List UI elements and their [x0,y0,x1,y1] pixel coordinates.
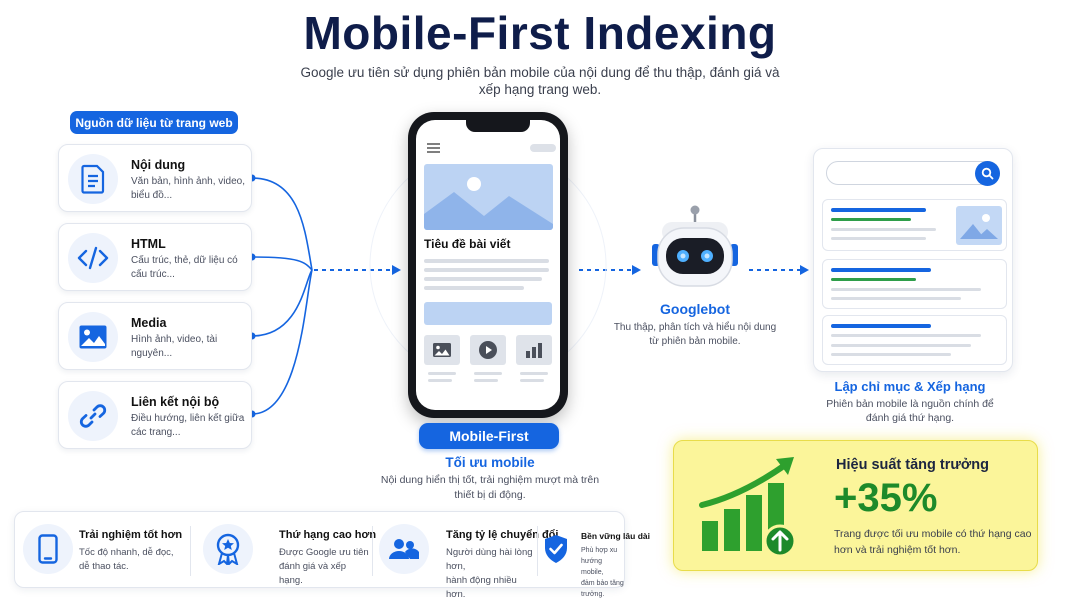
search-results-mockup [813,148,1013,372]
benefit-desc: Tốc độ nhanh, dễ đọc,dễ thao tác. [79,547,174,572]
result-text-line [831,344,971,347]
result-card-featured [822,199,1007,251]
mobile-optimize-title: Tối ưu mobile [445,455,535,470]
benefit-desc: Phù hợp xu hướng mobile,đảm bảo tăng trư… [581,547,624,598]
source-card-title: Nội dung [131,158,186,172]
result-link-line [831,268,931,272]
source-card-desc: Hình ảnh, video, tài nguyên... [131,334,218,359]
benefit-item: Trải nghiệm tốt hơn Tốc độ nhanh, dễ đọc… [15,512,190,589]
smartphone-icon [23,524,73,574]
mobile-first-button[interactable]: Mobile-First [419,423,559,449]
benefit-title: Thứ hạng cao hơn [279,529,377,541]
caption-line [428,379,452,382]
bar-chart-icon [516,335,552,365]
result-text-line [831,353,951,356]
shield-check-icon [543,534,569,569]
users-icon [379,524,429,574]
caption-line [428,372,456,375]
googlebot-desc: Thu thập, phân tích và hiểu nội dung từ … [613,322,777,347]
growth-desc: Trang được tối ưu mobile có thứ hạng cao… [834,528,1032,556]
result-link-line [831,324,931,328]
source-card-html: HTML Cấu trúc, thẻ, dữ liệu có cấu trúc.… [58,223,252,291]
result-text-line [831,288,981,291]
growth-title: Hiệu suất tăng trưởng [836,457,989,473]
source-card-desc: Văn bản, hình ảnh, video, biểu đồ... [131,176,245,201]
source-label-pill: Nguồn dữ liệu từ trang web [70,111,238,134]
caption-line [474,379,498,382]
phone-notch [466,120,530,132]
result-text-line [831,334,981,337]
hamburger-menu-icon [427,143,440,153]
image-icon [68,312,118,362]
result-url-line [831,278,916,281]
link-icon [68,391,118,441]
caption-line [520,379,544,382]
source-card-title: HTML [131,237,166,251]
divider [190,526,191,576]
text-line [424,268,549,272]
code-icon [68,233,118,283]
benefits-strip: Trải nghiệm tốt hơn Tốc độ nhanh, dễ đọc… [14,511,650,600]
result-text-line [831,237,926,240]
caption-line [520,372,548,375]
benefit-item: Bền vững lâu dài Phù hợp xu hướng mobile… [537,512,650,598]
benefit-title: Trải nghiệm tốt hơn [79,529,183,541]
page-title: Mobile-First Indexing [303,7,777,59]
source-card-title: Liên kết nội bộ [131,395,220,409]
image-thumb-icon [424,335,460,365]
indexing-title: Lập chỉ mục & Xếp hạng [834,379,986,394]
search-bar [826,161,1000,185]
googlebot-name: Googlebot [660,301,730,317]
article-title: Tiêu đề bài viết [424,237,511,251]
page-subtitle: Google ưu tiên sử dụng phiên bản mobile … [300,65,780,97]
source-card-content: Nội dung Văn bản, hình ảnh, video, biểu … [58,144,252,212]
result-thumbnail-icon [956,206,1002,245]
indexing-desc: Phiên bản mobile là nguồn chính để đánh … [826,398,994,424]
text-line [424,259,549,263]
search-icon [975,161,1000,186]
hero-image-placeholder [424,164,553,230]
divider [372,526,373,576]
result-card [822,315,1007,365]
result-url-line [831,218,911,221]
growth-value: +35% [834,476,938,520]
text-line [424,277,542,281]
result-text-line [831,297,961,300]
source-card-title: Media [131,316,167,330]
mobile-optimize-desc: Nội dung hiển thị tốt, trải nghiệm mượt … [380,474,600,501]
award-icon [203,524,253,574]
caption-line [474,372,502,375]
benefit-desc: Người dùng hài lòng hơn,hành động nhiều … [446,547,533,600]
source-card-media: Media Hình ảnh, video, tài nguyên... [58,302,252,370]
benefit-title: Bền vững lâu dài [581,531,650,541]
source-card-desc: Cấu trúc, thẻ, dữ liệu có cấu trúc... [131,255,238,280]
source-card-desc: Điều hướng, liên kết giữa các trang... [131,413,245,438]
benefit-item: Tăng tỷ lệ chuyển đổi Người dùng hài lòn… [375,512,558,600]
document-icon [68,154,118,204]
phone-search-pill [530,144,556,152]
smartphone-mockup: Tiêu đề bài viết [408,112,568,418]
source-card-internal-links: Liên kết nội bộ Điều hướng, liên kết giữ… [58,381,252,449]
result-text-line [831,228,936,231]
growth-chart-icon [699,457,797,558]
result-card [822,259,1007,309]
phone-screen: Tiêu đề bài viết [416,120,560,410]
growth-performance-box: Hiệu suất tăng trưởng +35% Trang được tố… [673,440,1038,571]
text-line [424,286,524,290]
content-block [424,302,552,325]
play-video-icon [470,335,506,365]
result-link-line [831,208,926,212]
benefit-title: Tăng tỷ lệ chuyển đổi [446,529,559,541]
googlebot-robot-icon [652,205,738,287]
divider [537,526,538,576]
